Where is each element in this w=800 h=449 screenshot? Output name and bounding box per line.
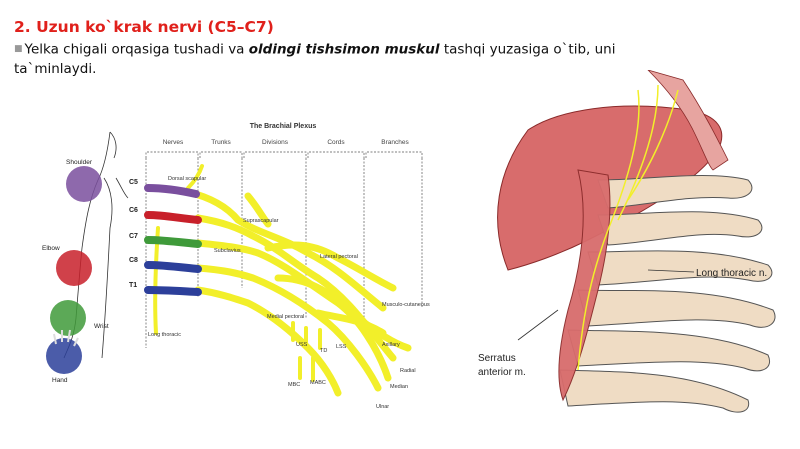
label-shoulder: Shoulder bbox=[66, 159, 93, 166]
elbow-circle bbox=[56, 250, 92, 286]
column-trunks: Trunks bbox=[211, 139, 231, 146]
root-c6: C6 bbox=[129, 207, 138, 214]
brachial-plexus-figure: The Brachial Plexus Nerves Trunks Divisi… bbox=[42, 123, 430, 410]
root-c8-band bbox=[144, 261, 202, 273]
label-axillary: Axillary bbox=[382, 342, 400, 348]
root-c8: C8 bbox=[129, 257, 138, 264]
label-serratus-line2: anterior m. bbox=[478, 367, 526, 378]
root-c6-band bbox=[144, 211, 202, 224]
label-mbc: MBC bbox=[288, 382, 300, 388]
label-medial-pectoral: Medial pectoral bbox=[267, 314, 304, 320]
label-radial: Radial bbox=[400, 368, 416, 374]
description-text-start: Yelka chigali orqasiga tushadi va bbox=[24, 41, 249, 58]
wrist-circle bbox=[50, 300, 86, 336]
label-uss: USS bbox=[296, 342, 308, 348]
label-dorsal-scapular: Dorsal scapular bbox=[168, 176, 206, 182]
serratus-anterior-figure: Long thoracic n. Serratus anterior m. bbox=[478, 70, 776, 413]
serratus-anterior-muscle bbox=[558, 169, 611, 402]
label-suprascapular: Suprascapular bbox=[243, 218, 279, 224]
plexus-header: The Brachial Plexus bbox=[250, 123, 317, 130]
description-text-end: tashqi yuzasiga o`tib, uni ta`minlaydi. bbox=[14, 41, 616, 77]
root-t1-band bbox=[144, 286, 202, 296]
column-divisions: Divisions bbox=[262, 139, 289, 146]
label-ulnar: Ulnar bbox=[376, 404, 389, 410]
description-bold-term: oldingi tishsimon muskul bbox=[248, 41, 440, 58]
label-elbow: Elbow bbox=[42, 245, 60, 252]
column-brackets bbox=[145, 151, 423, 348]
shoulder-circle bbox=[66, 166, 102, 202]
rib-cage bbox=[559, 175, 776, 413]
root-c5-band bbox=[144, 184, 200, 198]
bullet-icon: ■ bbox=[14, 44, 23, 54]
plexus-nerve-network bbox=[184, 188, 412, 397]
slide-title: 2. Uzun ko`krak nervi (C5–C7) bbox=[14, 18, 274, 36]
root-c7: C7 bbox=[129, 233, 138, 240]
hand-fingers bbox=[53, 329, 79, 347]
hand-circle bbox=[46, 338, 82, 374]
long-thoracic-leader bbox=[647, 269, 695, 273]
label-serratus-line1: Serratus bbox=[478, 353, 516, 364]
label-lateral-pectoral: Lateral pectoral bbox=[320, 254, 358, 260]
label-hand: Hand bbox=[52, 377, 68, 384]
column-branches: Branches bbox=[381, 139, 409, 146]
root-c7-band bbox=[144, 236, 202, 248]
label-long-thoracic: Long thoracic bbox=[148, 332, 181, 338]
serratus-leader bbox=[517, 309, 559, 341]
neck-muscle bbox=[647, 70, 729, 171]
label-musculocutaneous: Musculo-cutaneous bbox=[382, 302, 430, 308]
label-lss: LSS bbox=[336, 344, 347, 350]
label-median: Median bbox=[390, 384, 408, 390]
root-c5: C5 bbox=[129, 179, 138, 186]
label-wrist: Wrist bbox=[94, 323, 109, 330]
slide-description: ■Yelka chigali orqasiga tushadi va oldin… bbox=[14, 40, 654, 79]
label-subclavius: Subclavius bbox=[214, 248, 241, 254]
column-nerves: Nerves bbox=[163, 139, 184, 146]
root-t1: T1 bbox=[129, 282, 137, 289]
label-mabc: MABC bbox=[310, 380, 326, 386]
column-cords: Cords bbox=[327, 139, 345, 146]
label-long-thoracic-n: Long thoracic n. bbox=[696, 268, 767, 279]
long-thoracic-nerve bbox=[577, 84, 679, 371]
label-td: TD bbox=[320, 348, 327, 354]
